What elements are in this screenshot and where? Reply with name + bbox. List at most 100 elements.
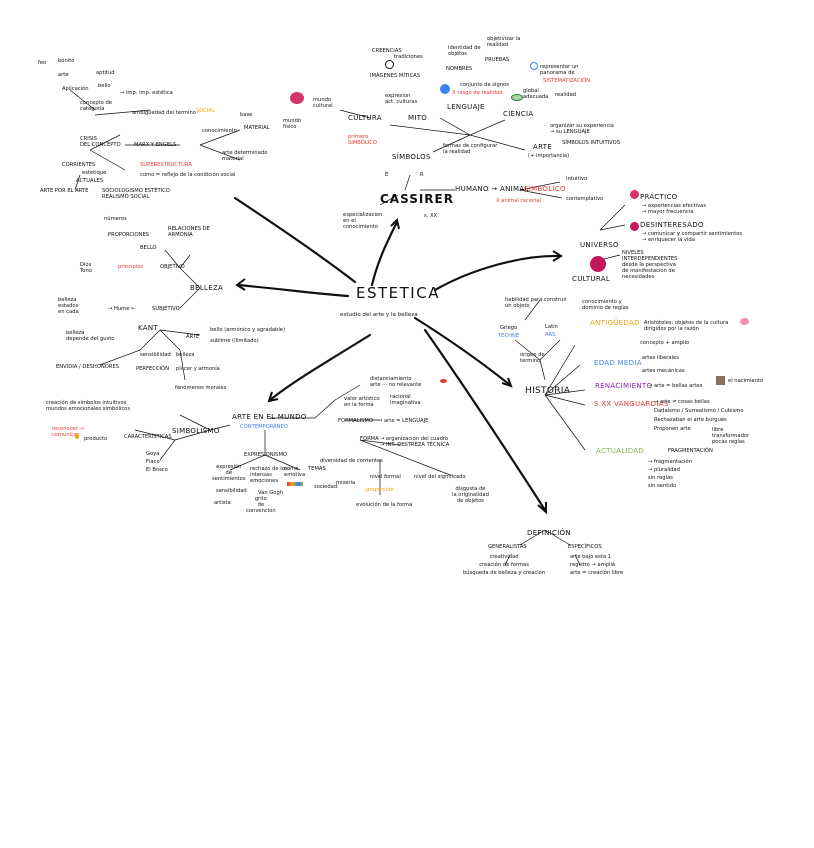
arrowhead-universo xyxy=(552,250,563,262)
libre-label: libre transformador pocas reglas xyxy=(712,427,750,445)
bellas-artes-label: → arte = bellas artes xyxy=(648,383,703,389)
objetivizar-label: objetivizar la realidad xyxy=(487,36,521,48)
especificos-items: arte bajo esta 1 registro → ampliá arte … xyxy=(570,554,624,576)
mask-icon xyxy=(630,190,639,199)
cultura-label: CULTURA xyxy=(348,114,382,122)
simbolismo-items: Goya Flaco El Bosco xyxy=(146,451,168,473)
animal-racional-label: X animal racional xyxy=(496,198,542,204)
heart-icon xyxy=(630,222,639,231)
artista-label: artista xyxy=(214,500,231,506)
center-title: ESTETICA xyxy=(356,284,440,302)
nombres-label: NOMBRES xyxy=(446,66,473,72)
bonito-label: bonito xyxy=(58,58,75,64)
tradiciones-label: tradiciones xyxy=(394,54,423,60)
superestructura-label: SUPERESTRUCTURA xyxy=(140,162,192,168)
arte-por-el-arte-label: ARTE POR EL ARTE xyxy=(40,188,89,194)
estetique-label: estetique xyxy=(82,170,107,176)
origen-label: origen de termino xyxy=(520,352,545,364)
humano-label: HUMANO → ANIMAL xyxy=(455,185,529,193)
aplicacion-label: Aplicación xyxy=(62,86,89,92)
mito-label: MITO xyxy=(408,114,428,122)
painting-icon xyxy=(716,376,725,385)
mundo-cultural-label: mundo cultural xyxy=(313,97,333,109)
vanguardias-label: S.XX VANGUARDIAS xyxy=(594,400,669,408)
valor-label: valor artístico en la forma xyxy=(344,396,380,408)
desinteresado-items: → comunicar y compartir sentimientos → e… xyxy=(642,231,743,243)
branch-to-arte-mundo xyxy=(268,333,372,402)
expresionismo-label: EXPRESIONISMO xyxy=(244,452,288,458)
importancia-label: (+ importancia) xyxy=(528,153,570,159)
arte-belleza-label: ARTE xyxy=(186,334,200,340)
dios-tono-label: Dios Tono xyxy=(80,262,92,274)
desinteresado-label: DESINTERESADO xyxy=(640,221,704,229)
sensibilidad-arte-label: sensibilidad xyxy=(216,488,247,494)
practico-items: → experiencias efectivas → mayor frecuen… xyxy=(642,203,707,215)
bello-label: BELLO xyxy=(140,245,157,251)
belleza-title: BELLEZA xyxy=(190,284,224,292)
formas-label: formas de configurar la realidad xyxy=(443,143,498,155)
lenguaje-label: LENGUAJE xyxy=(447,103,485,111)
objetivo-label: OBJETIVO xyxy=(160,264,185,270)
fenomenos-label: fenómenos morales xyxy=(175,385,227,391)
contemplativo-label: contemplativo xyxy=(566,196,604,202)
lips-icon xyxy=(440,379,447,383)
organizacion-label: → organización del cuadro → INT. DESTREZ… xyxy=(380,436,450,448)
eye-icon xyxy=(511,94,523,101)
definicion-title: DEFINICIÓN xyxy=(527,529,571,537)
evolucion-label: evolución de la forma xyxy=(356,502,413,508)
generalistas-items: creatividad creación de formas búsqueda … xyxy=(463,554,546,576)
diversidad-label: diversidad de corrientes xyxy=(320,458,383,464)
relaciones-label: RELACIONES DE ARMONÍA xyxy=(168,226,210,238)
magnifier-icon xyxy=(530,62,538,70)
rasgo-realidad-label: X rasgo de realidad xyxy=(452,90,503,96)
formalismo-label: FORMALISMO xyxy=(338,418,373,424)
techne-label: TECHNÉ xyxy=(498,333,520,339)
fragmentacion-label: FRAGMENTACIÓN xyxy=(668,448,713,454)
arrowhead-arte-mundo xyxy=(267,391,279,403)
pruebas-label: PRUEBAS xyxy=(485,57,510,63)
simbolismo-label: SIMBOLISMO xyxy=(172,427,220,435)
clock-icon xyxy=(385,60,394,69)
conocimiento-historia-label: conocimiento y dominio de reglas xyxy=(582,299,629,311)
historia-title: HISTORIA xyxy=(525,386,571,396)
bello-armonico-label: bello (armónico y agradable) xyxy=(210,327,285,333)
kant-label: KANT xyxy=(138,324,158,332)
mundo-fisico-label: mundo físico xyxy=(283,118,302,130)
belleza-estados-label: belleza estados en cada xyxy=(58,297,79,315)
branch-to-belleza xyxy=(236,283,350,298)
emisor-label: E xyxy=(385,172,389,178)
especificos-label: ESPECÍFICOS xyxy=(568,544,602,550)
ambiguedad-label: ambigüedad del término xyxy=(132,110,196,116)
corrientes-label: CORRIENTES xyxy=(62,162,96,168)
expresion-items: expresión de sentimientos xyxy=(212,464,246,482)
connector-line xyxy=(314,384,451,495)
actualidad-label: ACTUALIDAD xyxy=(596,447,645,455)
branch-to-definicion xyxy=(423,328,547,512)
proporciones-label: PROPORCIONES xyxy=(108,232,150,238)
sociologismo-label: SOCIOLOGISMO ESTÉTICO REALISMO SOCIAL xyxy=(102,188,170,200)
van-gogh-label: Van Gogh xyxy=(258,490,284,496)
como-label: como emotiva xyxy=(284,466,306,478)
arte-determinado-label: arte determinado material xyxy=(222,150,268,162)
receptor-label: R xyxy=(420,172,424,178)
niveles-label: NIVELES INTERDEPENDIENTES desde la persp… xyxy=(622,250,678,280)
aptitud-label: aptitud xyxy=(96,70,115,76)
universo-title: UNIVERSO xyxy=(580,241,619,249)
belleza-depende-label: belleza depende del gusto xyxy=(66,330,115,342)
proporcion-label: proporción xyxy=(366,487,394,493)
concepto-amplio-label: concepto + amplio xyxy=(640,340,690,346)
material-label: MATERIAL xyxy=(244,125,270,131)
renacimiento-label: RENACIMIENTO xyxy=(595,382,653,390)
antiguedad-label: ANTIGÜEDAD xyxy=(590,319,640,327)
disgusto-label: disgusta de la originalidad de objetos xyxy=(452,486,489,504)
connector-line xyxy=(69,89,241,191)
envidia-label: ENVIDIA / DESHONORES xyxy=(56,364,120,370)
subjetivo-label: SUBJETIVO xyxy=(152,306,180,312)
conocimiento-label: conocimiento xyxy=(202,128,237,134)
sistematizacion-label: SISTEMATIZACIÓN xyxy=(543,78,591,84)
reconocer-label: reconocer → comunicar xyxy=(52,426,84,438)
cassirer-century: s. XX xyxy=(424,213,438,219)
identidad-label: identidad de objetos xyxy=(448,45,481,57)
social-label: SOCIAL xyxy=(196,108,215,114)
